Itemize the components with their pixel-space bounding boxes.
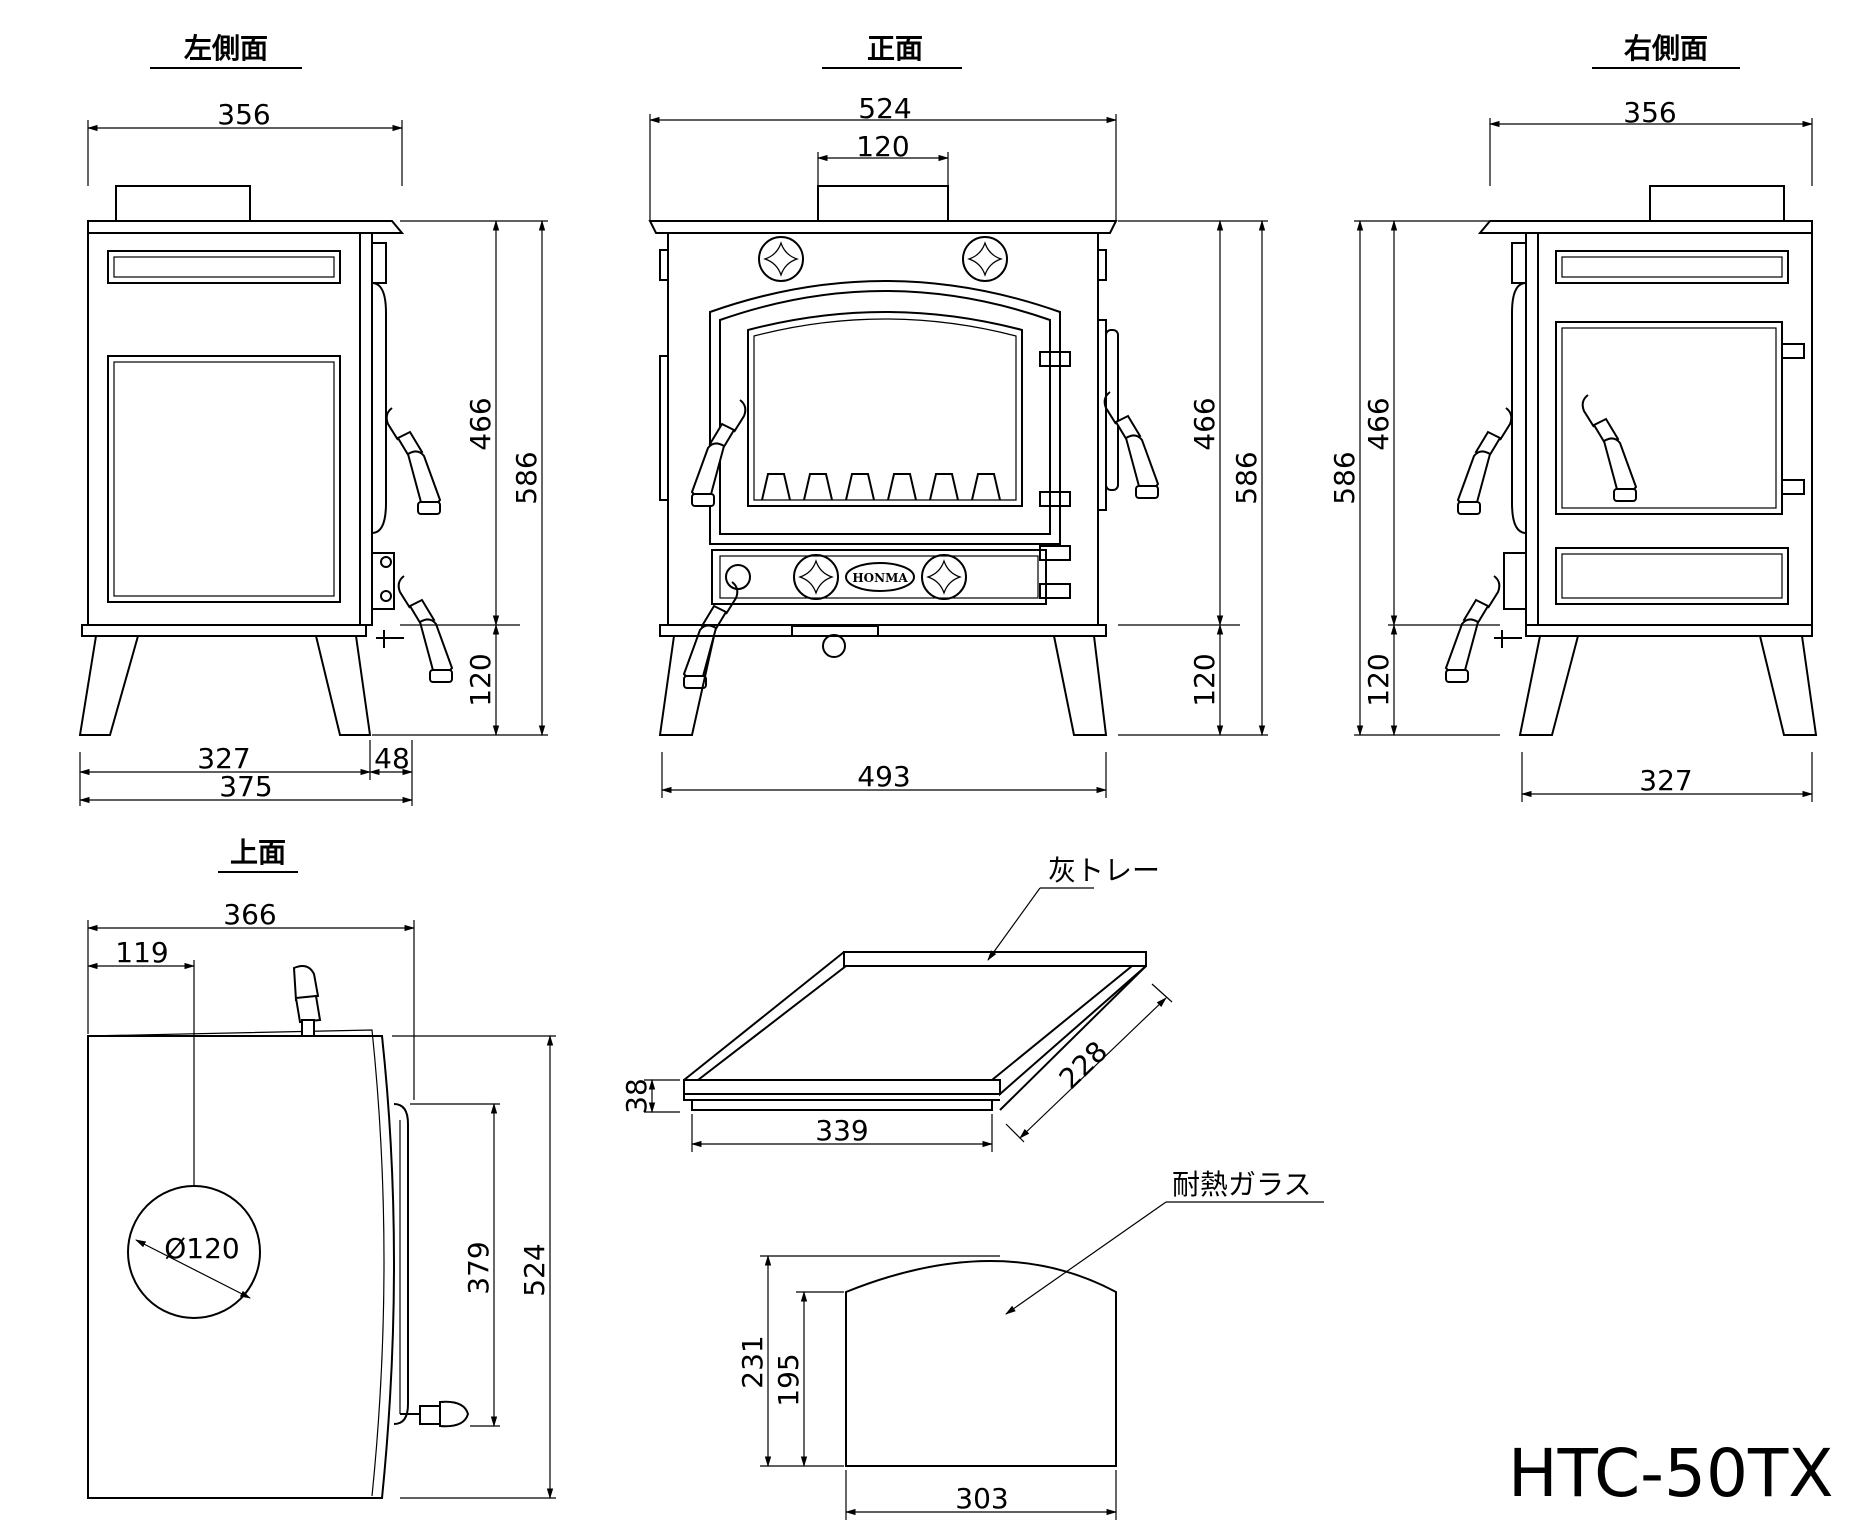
svg-text:586: 586 xyxy=(1230,451,1263,504)
svg-text:339: 339 xyxy=(815,1114,868,1147)
svg-text:上面: 上面 xyxy=(230,836,286,869)
svg-text:120: 120 xyxy=(1188,653,1221,706)
svg-text:493: 493 xyxy=(857,760,910,793)
svg-text:灰トレー: 灰トレー xyxy=(1048,854,1160,887)
svg-text:195: 195 xyxy=(772,1353,805,1406)
ash-tray-label: 灰トレー xyxy=(987,854,1160,961)
svg-text:466: 466 xyxy=(464,397,497,450)
svg-text:356: 356 xyxy=(217,98,270,131)
ash-tray-dimensions: 38 339 228 xyxy=(620,983,1173,1152)
svg-text:524: 524 xyxy=(858,92,911,125)
svg-text:466: 466 xyxy=(1362,397,1395,450)
svg-text:120: 120 xyxy=(856,130,909,163)
glass-dimensions: 231 195 303 xyxy=(736,1254,1118,1520)
left-dimensions: 356 466 586 120 327 48 375 xyxy=(78,98,548,806)
right-side-view xyxy=(1445,185,1818,736)
svg-text:120: 120 xyxy=(464,653,497,706)
svg-text:119: 119 xyxy=(115,936,168,969)
view-title-right: 右側面 xyxy=(1592,32,1740,69)
glass-label: 耐熱ガラス xyxy=(1005,1168,1324,1315)
top-view: Ø120 xyxy=(87,965,470,1499)
view-title-top: 上面 xyxy=(218,836,298,873)
svg-text:375: 375 xyxy=(219,770,272,803)
svg-text:Ø120: Ø120 xyxy=(164,1232,239,1265)
front-view: HONMA xyxy=(648,185,1159,736)
right-dimensions: 356 466 586 120 327 xyxy=(1328,96,1814,802)
svg-text:466: 466 xyxy=(1188,397,1221,450)
svg-text:524: 524 xyxy=(518,1243,551,1296)
svg-text:耐熱ガラス: 耐熱ガラス xyxy=(1172,1168,1311,1201)
svg-text:120: 120 xyxy=(1362,653,1395,706)
left-side-view xyxy=(78,185,453,736)
svg-text:586: 586 xyxy=(510,451,543,504)
svg-text:正面: 正面 xyxy=(867,32,923,65)
front-dimensions: 524 120 466 586 120 493 xyxy=(648,92,1268,798)
svg-text:231: 231 xyxy=(736,1335,769,1388)
brand-badge: HONMA xyxy=(852,571,908,585)
svg-text:327: 327 xyxy=(1639,764,1692,797)
svg-text:48: 48 xyxy=(374,742,410,775)
model-name: HTC-50TX xyxy=(1508,1435,1834,1512)
svg-text:228: 228 xyxy=(1053,1035,1114,1096)
svg-text:586: 586 xyxy=(1328,451,1361,504)
view-title-left: 左側面 xyxy=(150,32,302,69)
heat-resistant-glass xyxy=(845,1260,1117,1467)
svg-text:356: 356 xyxy=(1623,96,1676,129)
svg-text:327: 327 xyxy=(197,742,250,775)
view-title-front: 正面 xyxy=(822,32,962,69)
svg-text:右側面: 右側面 xyxy=(1624,32,1708,65)
top-dimensions: 366 119 379 524 xyxy=(86,898,556,1500)
svg-text:左側面: 左側面 xyxy=(184,32,268,65)
svg-text:303: 303 xyxy=(955,1482,1008,1515)
svg-text:379: 379 xyxy=(462,1241,495,1294)
svg-text:366: 366 xyxy=(223,898,276,931)
svg-text:38: 38 xyxy=(620,1078,653,1114)
